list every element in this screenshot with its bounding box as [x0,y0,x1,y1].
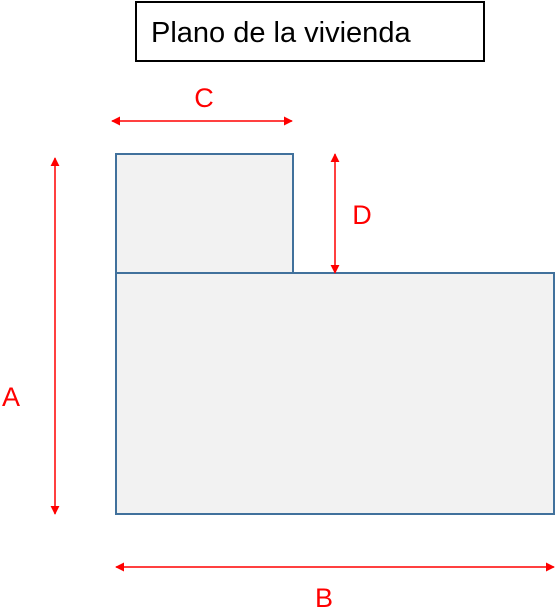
small-room [115,153,294,274]
dimension-label-b: B [315,583,333,609]
title-text: Plano de la vivienda [151,17,411,49]
title-border [135,1,485,62]
main-room [115,272,555,515]
title-box: Plano de la vivienda [135,1,485,62]
dimension-label-c: C [194,83,214,113]
dimension-label-d: D [352,200,372,230]
dimension-label-a: A [2,382,20,412]
